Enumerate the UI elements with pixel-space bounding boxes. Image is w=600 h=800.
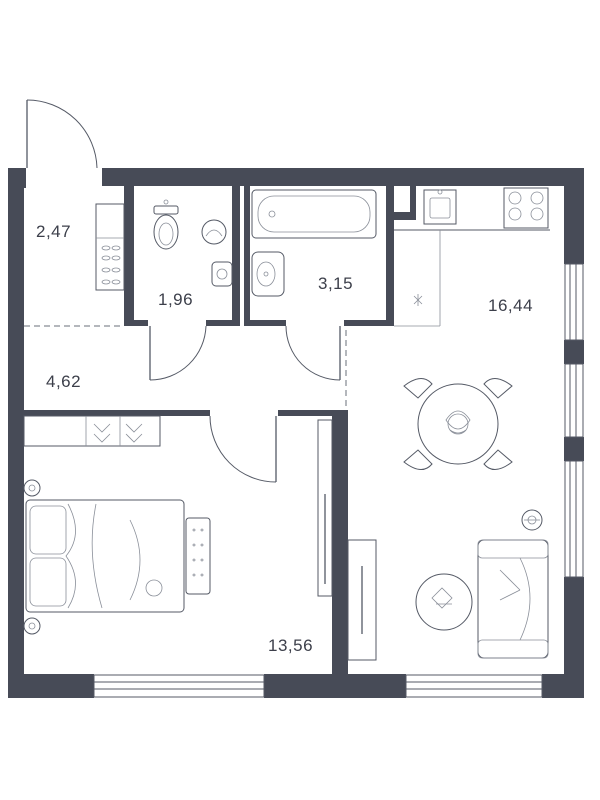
- area-label-hall-entry: 2,47: [36, 222, 72, 241]
- area-label-kitchen-living: 16,44: [488, 296, 534, 315]
- bedroom-door: [209, 415, 277, 483]
- area-label-bedroom: 13,56: [268, 636, 314, 655]
- coffee-table: [415, 573, 473, 631]
- bathroom-sink: [251, 251, 285, 297]
- bedside-tables: [23, 479, 41, 635]
- wardrobe: [23, 415, 161, 447]
- windows: [93, 263, 584, 698]
- tv-unit: [347, 539, 377, 661]
- bathroom-door: [285, 325, 341, 381]
- kitchen-sink: [423, 189, 457, 225]
- shoe-rack: [95, 203, 125, 291]
- toilet: [153, 199, 179, 250]
- entrance-door: [26, 99, 98, 169]
- exterior-walls: [8, 168, 584, 698]
- bathtub: [251, 189, 377, 239]
- wc-door: [149, 325, 207, 381]
- area-label-corridor: 4,62: [46, 372, 82, 391]
- fridge: [394, 230, 441, 327]
- zone-separators: [24, 325, 347, 410]
- cooktop: [503, 187, 549, 229]
- bedroom-mirror-closet: [317, 419, 333, 597]
- bench: [185, 517, 211, 595]
- dining-table: [403, 378, 513, 470]
- interior-walls: [24, 186, 416, 674]
- wc-basin: [201, 219, 227, 245]
- area-label-bathroom: 3,15: [318, 274, 354, 293]
- area-label-wc: 1,96: [158, 290, 194, 309]
- wc-sink: [211, 261, 233, 287]
- floor-lamp: [521, 509, 543, 531]
- sofa: [477, 539, 549, 659]
- double-bed: [25, 499, 185, 613]
